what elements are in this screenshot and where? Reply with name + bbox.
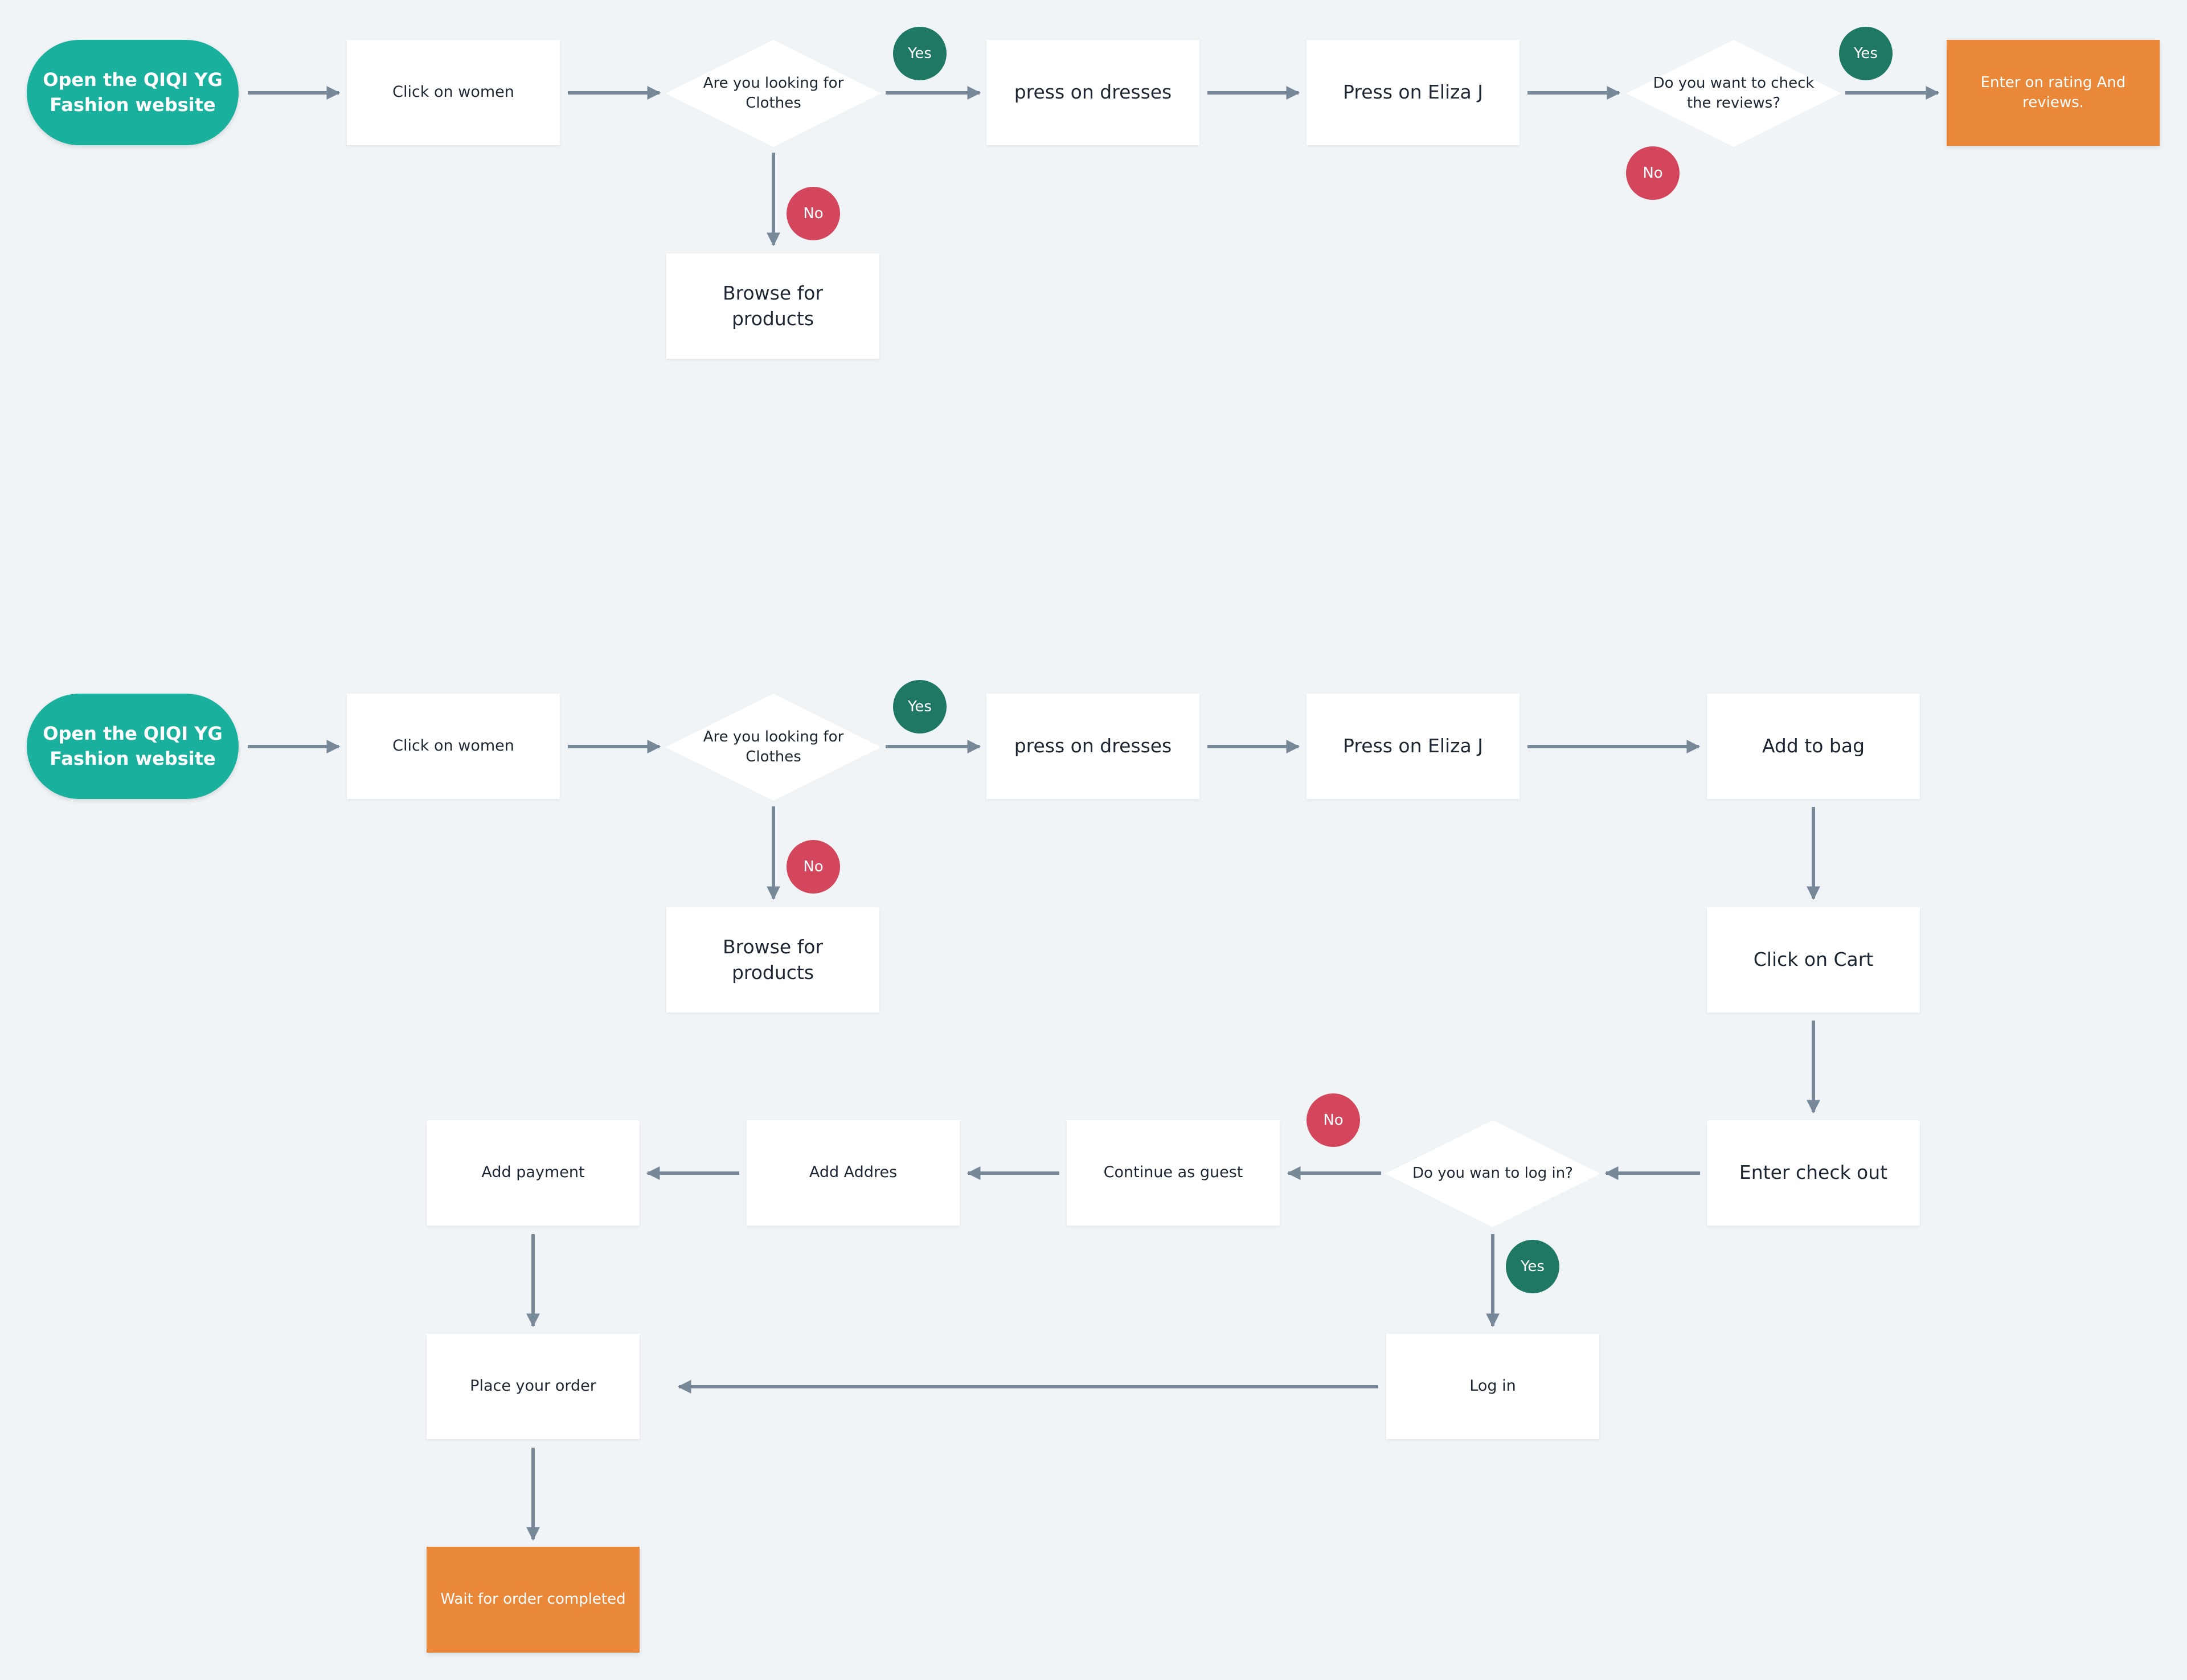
decision-diamond <box>1385 1120 1600 1227</box>
reviews-decision: Do you want to check the reviews? <box>1626 40 1841 147</box>
decision-diamond <box>666 694 881 801</box>
enter-checkout-label: Enter check out <box>1739 1161 1888 1184</box>
add-payment-step: Add payment <box>427 1120 640 1226</box>
clothes2-decision: Are you looking for Clothes <box>666 694 881 801</box>
press-eliza2-label: Press on Eliza J <box>1343 735 1483 757</box>
log-in-label: Log in <box>1469 1377 1516 1395</box>
login-question-label: Do you wan to log in? <box>1412 1165 1573 1182</box>
no-badge-reviews: No <box>1626 146 1680 200</box>
continue-guest-label: Continue as guest <box>1103 1163 1243 1182</box>
yes-badge-clothes2: Yes <box>893 680 947 734</box>
start2-terminal: Open the QIQI YG Fashion website <box>27 694 239 799</box>
decision-diamond <box>1626 40 1841 147</box>
yes-badge-clothes: Yes <box>893 27 947 80</box>
add-payment-label: Add payment <box>481 1163 585 1182</box>
continue-guest-step: Continue as guest <box>1067 1120 1280 1226</box>
press-dresses2-step: press on dresses <box>986 694 1199 799</box>
click-women-label: Click on women <box>392 83 514 101</box>
place-order-step: Place your order <box>427 1334 640 1439</box>
no-badge-login: No <box>1307 1093 1360 1147</box>
enter-checkout-step: Enter check out <box>1707 1120 1920 1226</box>
click-cart-label: Click on Cart <box>1753 948 1874 971</box>
click-women-step: Click on women <box>347 40 560 145</box>
click-women2-label: Click on women <box>392 737 514 755</box>
no-badge-clothes2: No <box>787 840 840 894</box>
login-decision: Do you wan to log in? <box>1385 1120 1600 1227</box>
press-dresses-step: press on dresses <box>986 40 1199 145</box>
press-eliza-step: Press on Eliza J <box>1307 40 1520 145</box>
browse-products-label: Browse for products <box>722 281 824 330</box>
end-rating-label: Enter on rating And reviews. <box>1980 73 2126 111</box>
clothes-question-label: Are you looking for Clothes <box>703 74 844 112</box>
press-dresses-label: press on dresses <box>1014 81 1172 104</box>
start-label: Open the QIQI YG Fashion website <box>43 69 223 116</box>
browse-products2-label: Browse for products <box>722 935 824 984</box>
press-dresses2-label: press on dresses <box>1014 735 1172 757</box>
log-in-step: Log in <box>1386 1334 1599 1439</box>
place-order-label: Place your order <box>470 1377 596 1395</box>
yes-badge-login: Yes <box>1506 1240 1559 1293</box>
add-address-step: Add Addres <box>747 1120 960 1226</box>
clothes2-question-label: Are you looking for Clothes <box>703 728 844 765</box>
browse-products-step: Browse for products <box>666 253 879 359</box>
start-terminal: Open the QIQI YG Fashion website <box>27 40 239 145</box>
yes-badge-reviews: Yes <box>1839 27 1893 80</box>
browse-products2-step: Browse for products <box>666 907 879 1013</box>
press-eliza-label: Press on Eliza J <box>1343 81 1483 104</box>
press-eliza2-step: Press on Eliza J <box>1307 694 1520 799</box>
click-cart-step: Click on Cart <box>1707 907 1920 1013</box>
decision-diamond <box>666 40 881 147</box>
end-order-completed: Wait for order completed <box>427 1547 640 1653</box>
click-women2-step: Click on women <box>347 694 560 799</box>
add-to-bag-step: Add to bag <box>1707 694 1920 799</box>
clothes-decision: Are you looking for Clothes <box>666 40 881 147</box>
add-to-bag-label: Add to bag <box>1762 735 1865 757</box>
no-badge-clothes: No <box>787 187 840 240</box>
end-rating-reviews: Enter on rating And reviews. <box>1947 40 2160 146</box>
reviews-question-label: Do you want to check the reviews? <box>1653 74 1815 112</box>
start2-label: Open the QIQI YG Fashion website <box>43 723 223 769</box>
add-address-label: Add Addres <box>809 1163 898 1182</box>
end-order-label: Wait for order completed <box>440 1591 626 1608</box>
